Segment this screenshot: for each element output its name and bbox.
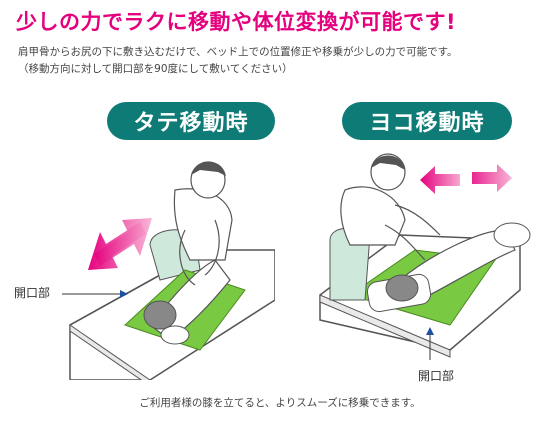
mode-horizontal-badge: ヨコ移動時	[342, 102, 512, 140]
mode-vertical-badge: タテ移動時	[107, 102, 275, 140]
vertical-move-illustration	[62, 161, 275, 380]
double-arrow-diagonal-icon	[88, 218, 152, 270]
bed-edge	[69, 324, 151, 380]
headline: 少しの力でラクに移動や体位変換が可能です!	[16, 10, 457, 34]
description-line-1: 肩甲骨からお尻の下に敷き込むだけで、ベッド上での位置修正や移乗が少しの力で可能で…	[18, 46, 458, 58]
patient-head	[385, 274, 419, 302]
double-arrow-horizontal-icon	[420, 164, 512, 194]
footnote: ご利用者様の膝を立てると、よりスムーズに移乗できます。	[139, 397, 421, 409]
description-line-2: （移動方向に対して開口部を90度にして敷いてください）	[18, 63, 293, 75]
opening-label-right: 開口部	[418, 369, 455, 383]
opening-label-left: 開口部	[14, 286, 51, 300]
patient-head	[143, 300, 177, 330]
horizontal-move-illustration	[319, 153, 531, 360]
caregiver-body	[340, 186, 406, 246]
description: 肩甲骨からお尻の下に敷き込むだけで、ベッド上での位置修正や移乗が少しの力で可能で…	[18, 44, 458, 78]
